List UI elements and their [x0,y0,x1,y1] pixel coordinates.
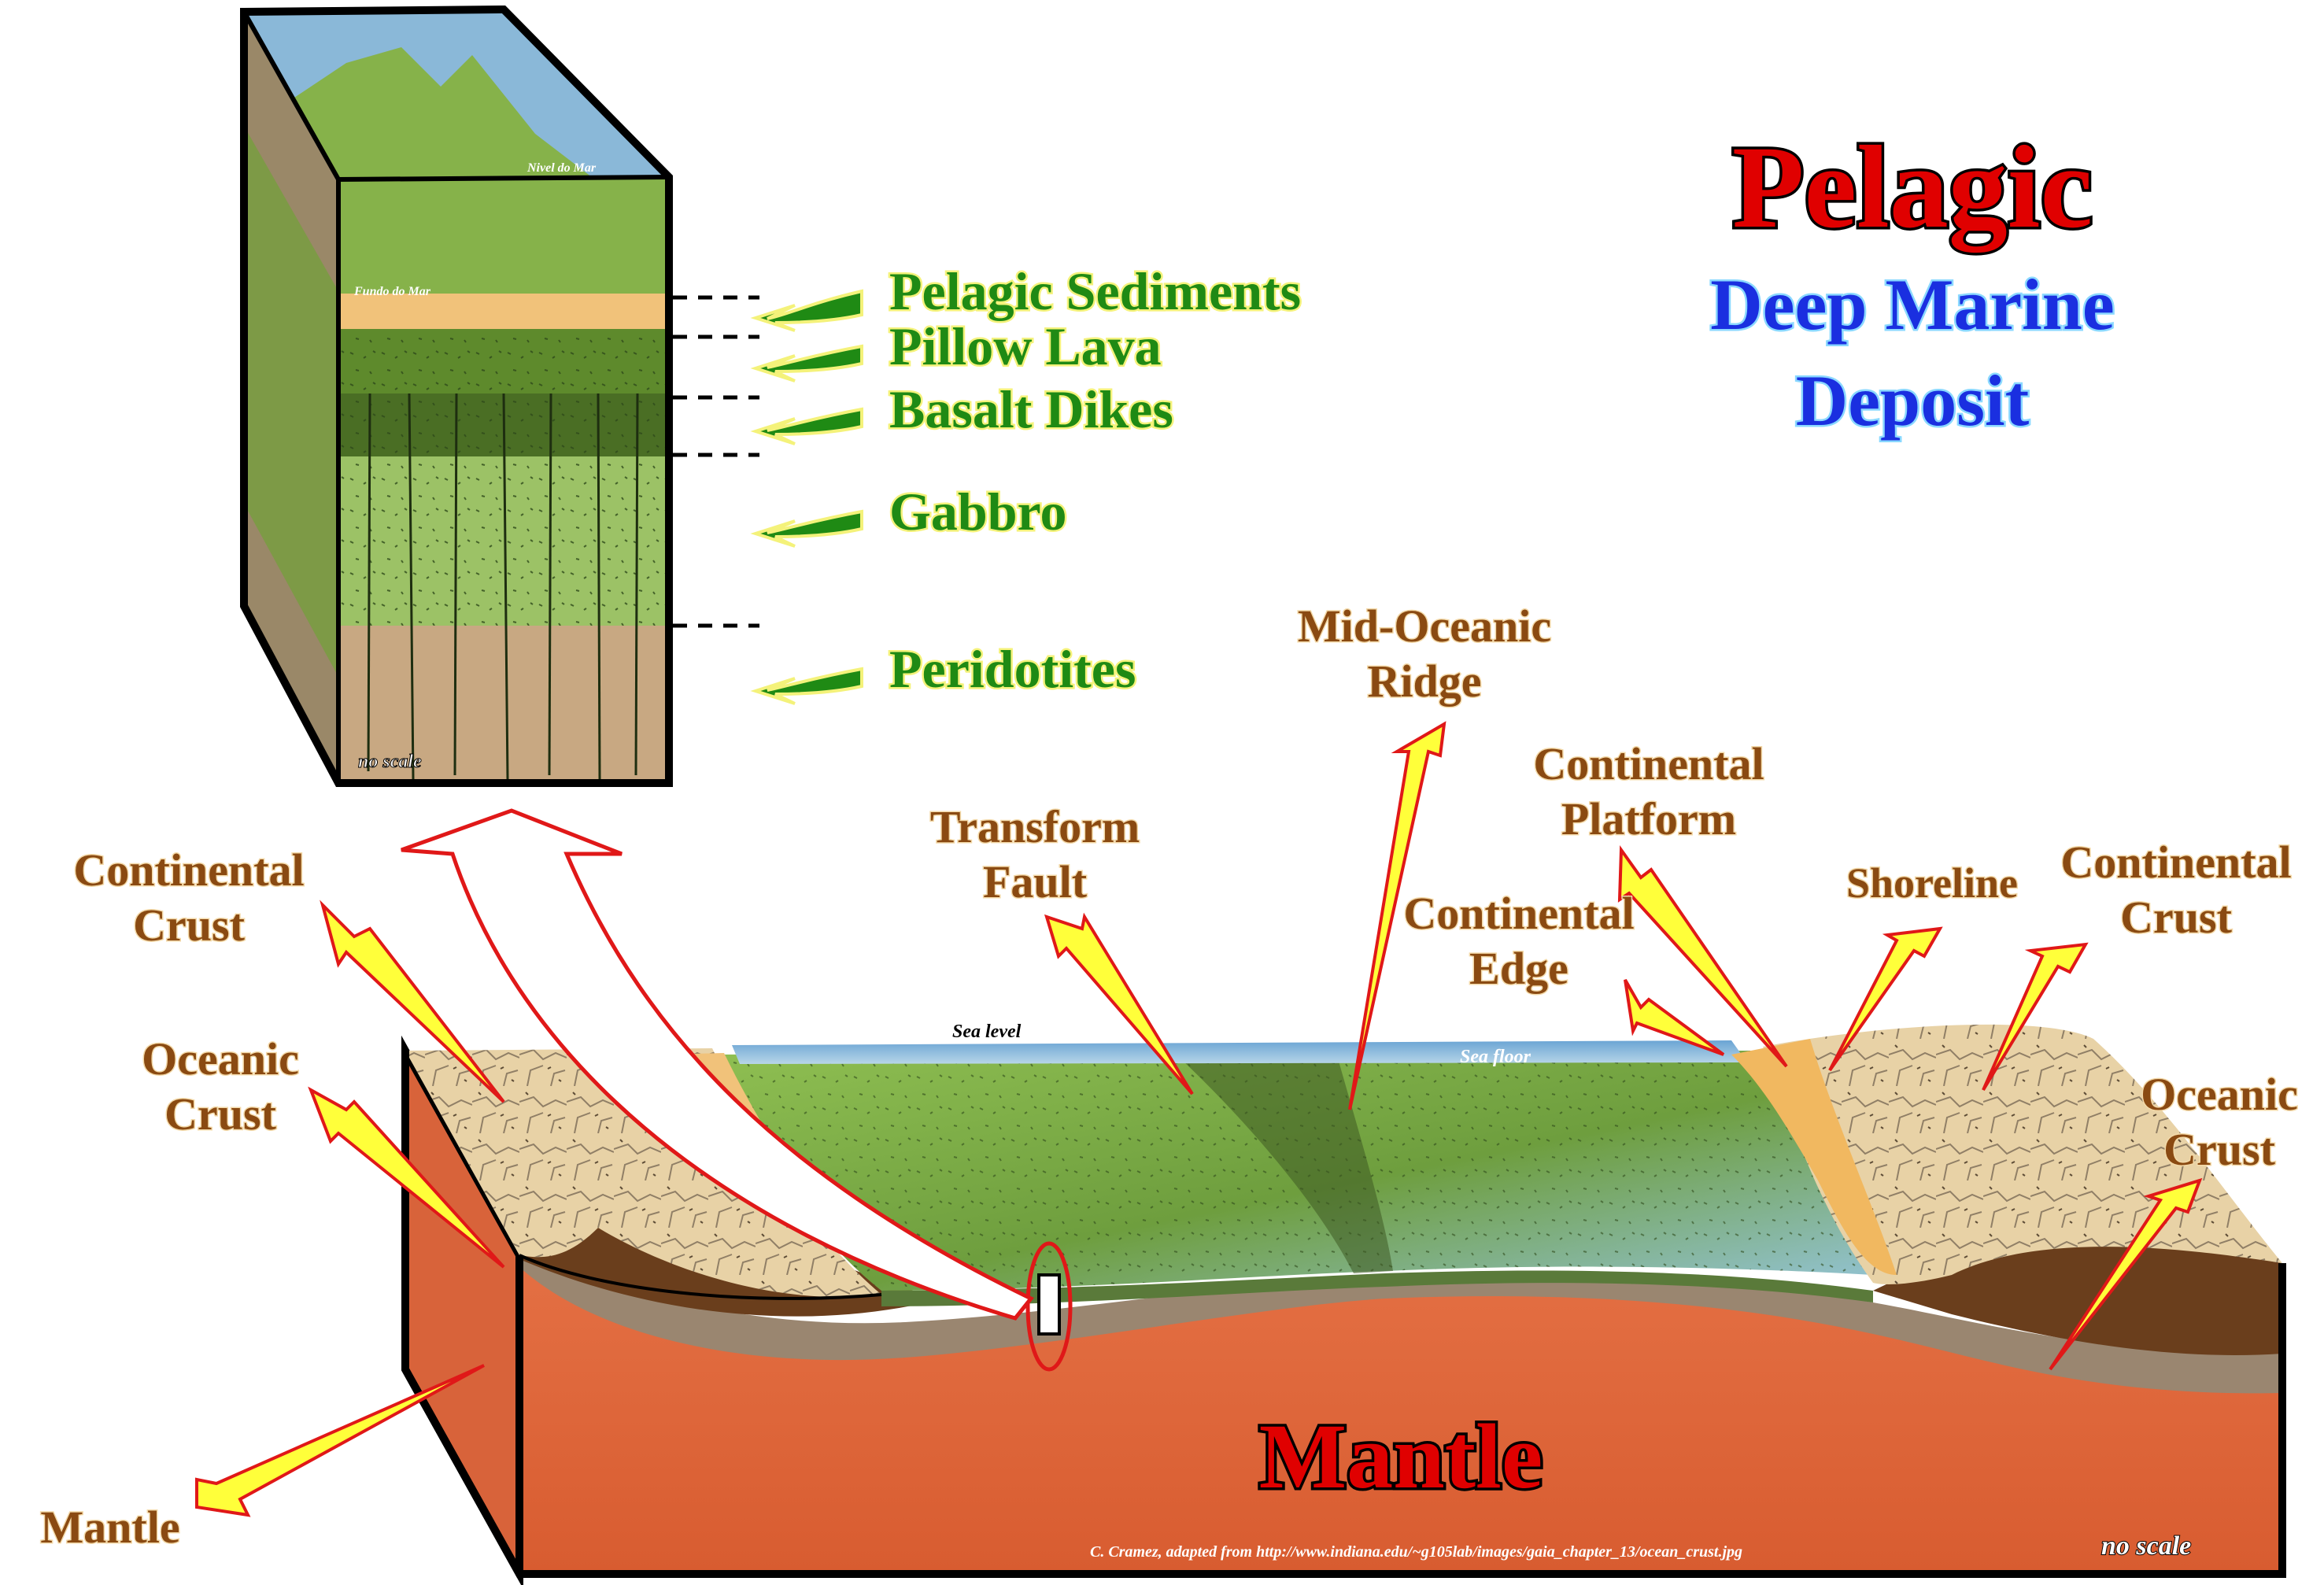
label-transform-fault-2: Fault [983,856,1088,907]
layer-arrows [750,289,863,705]
sea-strip [732,1040,1747,1064]
ocean-crust-column: Nivel do Mar Fundo do Mar no scale [240,5,673,787]
credit-line: C. Cramez, adapted from http://www.india… [1090,1543,1742,1561]
label-continental-platform-2: Platform [1561,793,1736,844]
label-pillow-lava: Pillow Lava [889,316,1162,376]
layer-peridotites [338,626,669,783]
label-continental-platform-1: Continental [1533,738,1764,789]
ridge-zone [1180,1059,1393,1273]
label-oceanic-crust-right-2: Crust [2163,1124,2275,1175]
label-oceanic-crust-left-1: Oceanic [142,1033,299,1084]
layer-boundary-dashes [673,295,759,628]
label-shoreline: Shoreline [1846,859,2018,907]
column-sea-floor-label: Fundo do Mar [353,285,431,298]
label-continental-crust-right-2: Crust [2120,892,2232,943]
pointer-arrows [195,721,2203,1517]
label-mantle-left: Mantle [40,1502,179,1553]
continental-crust-right [1873,1237,2282,1355]
label-mantle-center: Mantle [1259,1405,1543,1508]
label-continental-edge-2: Edge [1469,943,1568,994]
crust-block [401,1024,2286,1585]
label-gabbro: Gabbro [889,482,1066,541]
label-peridotites: Peridotites [889,639,1136,699]
continental-platform-sand [1731,1039,1897,1275]
subtitle-line-2: Deposit [1796,360,2030,441]
ocean-crust-top [881,1270,1873,1306]
column-scale-note: no scale [358,752,422,772]
block-scale-note: no scale [2101,1531,2191,1561]
label-oceanic-crust-left-2: Crust [164,1088,276,1140]
label-continental-crust-left-2: Crust [133,900,245,951]
subtitle-line-1: Deep Marine [1710,264,2115,345]
label-continental-crust-right-1: Continental [2060,837,2291,888]
oceanic-crust-band [519,1236,2282,1394]
label-sea-level: Sea level [952,1022,1022,1042]
label-oceanic-crust-right-1: Oceanic [2141,1069,2298,1120]
zoom-arrow [401,808,1034,1321]
label-continental-edge-1: Continental [1403,888,1634,939]
label-transform-fault-1: Transform [930,801,1140,852]
label-mid-oceanic-ridge-1: Mid-Oceanic [1298,600,1551,652]
label-continental-crust-left-1: Continental [73,844,304,896]
mantle-section [519,1255,2282,1574]
label-sea-floor: Sea floor [1460,1047,1531,1067]
label-basalt-dikes: Basalt Dikes [889,379,1173,439]
page-title: Pelagic [1732,122,2093,253]
label-mid-oceanic-ridge-2: Ridge [1368,656,1482,707]
column-top-surface [338,179,669,294]
sample-site-marker [1025,1241,1073,1372]
layer-pelagic-sediments [338,294,669,329]
label-pelagic-sediments: Pelagic Sediments [889,261,1301,321]
column-sea-level-label: Nivel do Mar [527,161,597,175]
